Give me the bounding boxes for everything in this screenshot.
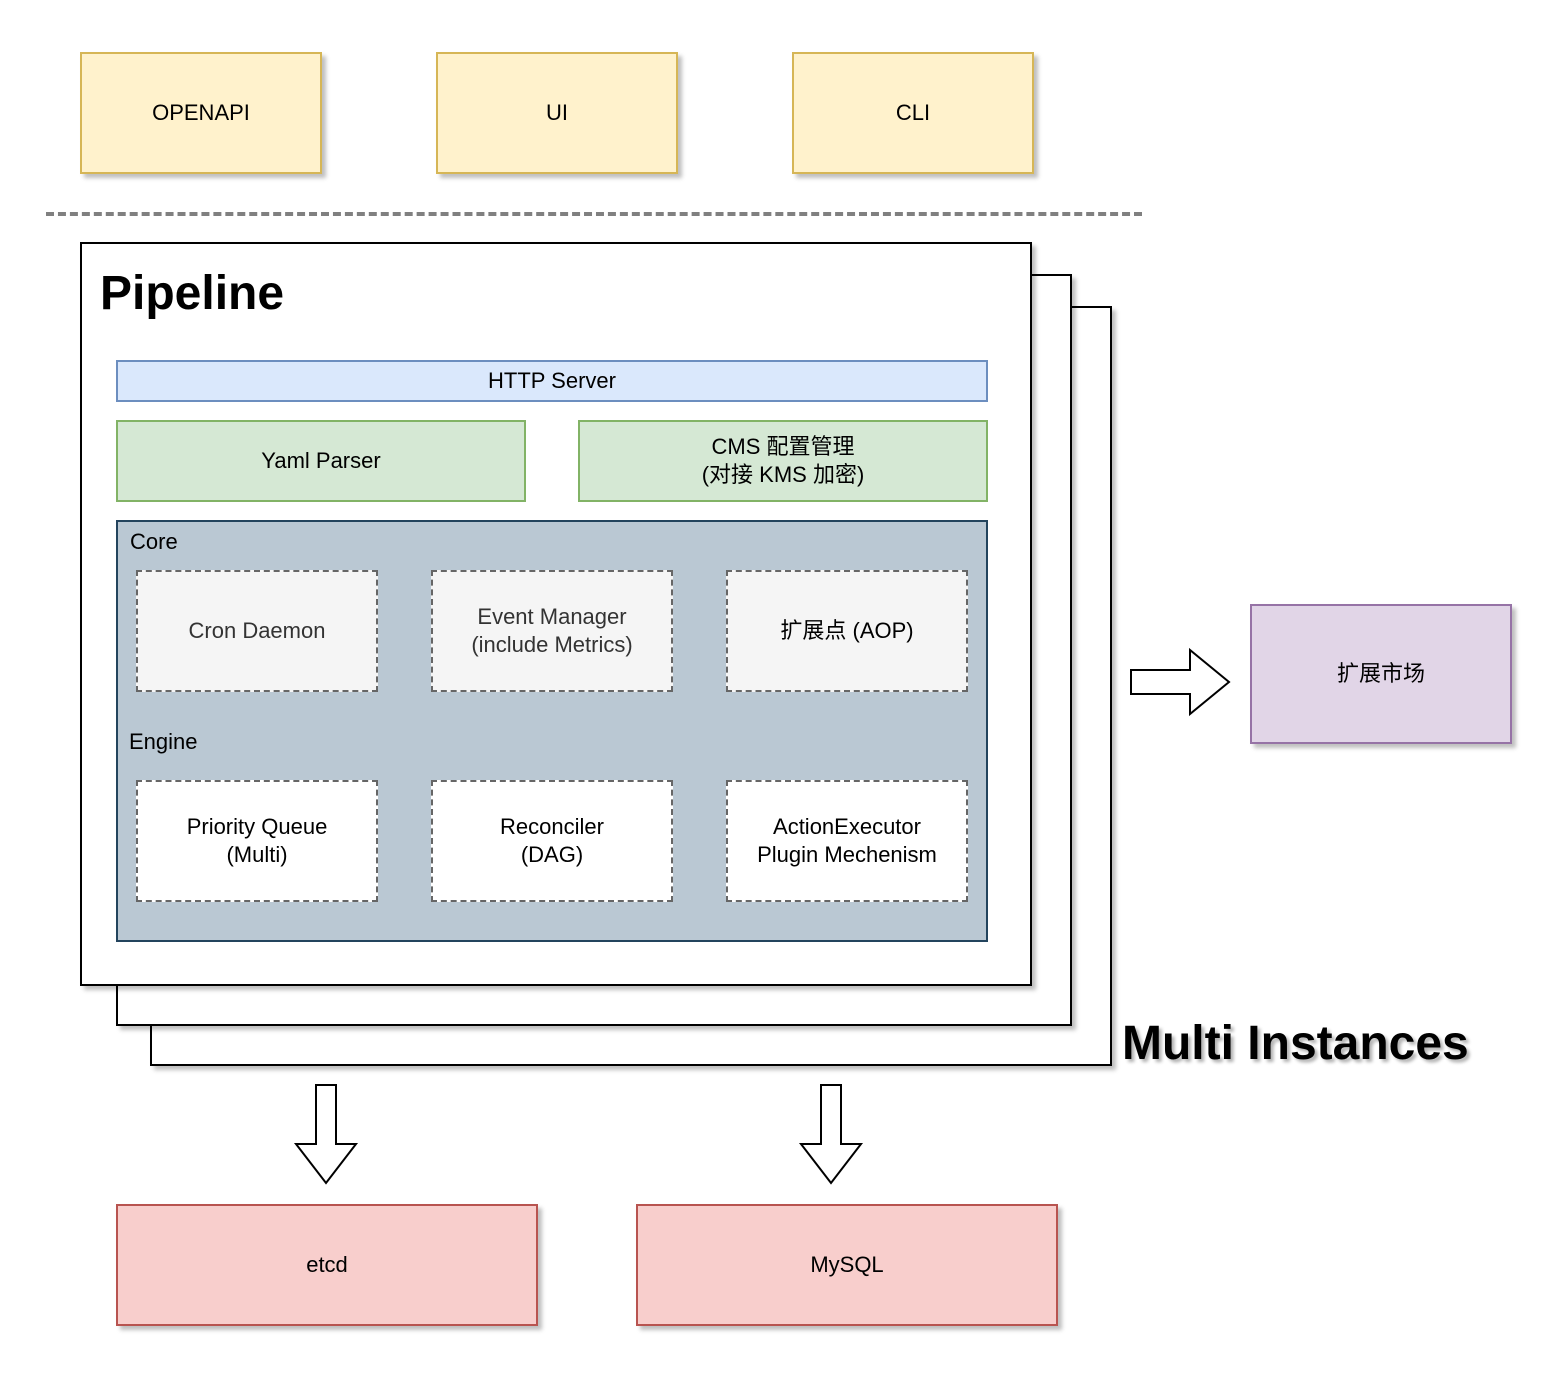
engine-label: Engine <box>129 729 198 754</box>
event-manager: Event Manager (include Metrics) <box>431 570 673 692</box>
storage-etcd: etcd <box>116 1204 538 1326</box>
pipeline-title: Pipeline <box>100 267 285 320</box>
arrow-down-mysql-icon <box>798 1084 864 1185</box>
reconciler: Reconciler (DAG) <box>431 780 673 902</box>
cms-config: CMS 配置管理 (对接 KMS 加密) <box>578 420 988 502</box>
multi-instances-label: Multi Instances <box>1122 1017 1469 1070</box>
extension-point-aop: 扩展点 (AOP) <box>726 570 968 692</box>
client-ui: UI <box>436 52 678 174</box>
separator-line <box>46 212 1142 216</box>
client-openapi: OPENAPI <box>80 52 322 174</box>
extension-market: 扩展市场 <box>1250 604 1512 744</box>
cron-daemon: Cron Daemon <box>136 570 378 692</box>
storage-mysql: MySQL <box>636 1204 1058 1326</box>
arrow-down-etcd-icon <box>293 1084 359 1185</box>
action-executor: ActionExecutor Plugin Mechenism <box>726 780 968 902</box>
priority-queue: Priority Queue (Multi) <box>136 780 378 902</box>
client-cli: CLI <box>792 52 1034 174</box>
yaml-parser: Yaml Parser <box>116 420 526 502</box>
arrow-right-icon <box>1130 647 1231 717</box>
core-label: Core <box>130 529 178 554</box>
http-server: HTTP Server <box>116 360 988 402</box>
